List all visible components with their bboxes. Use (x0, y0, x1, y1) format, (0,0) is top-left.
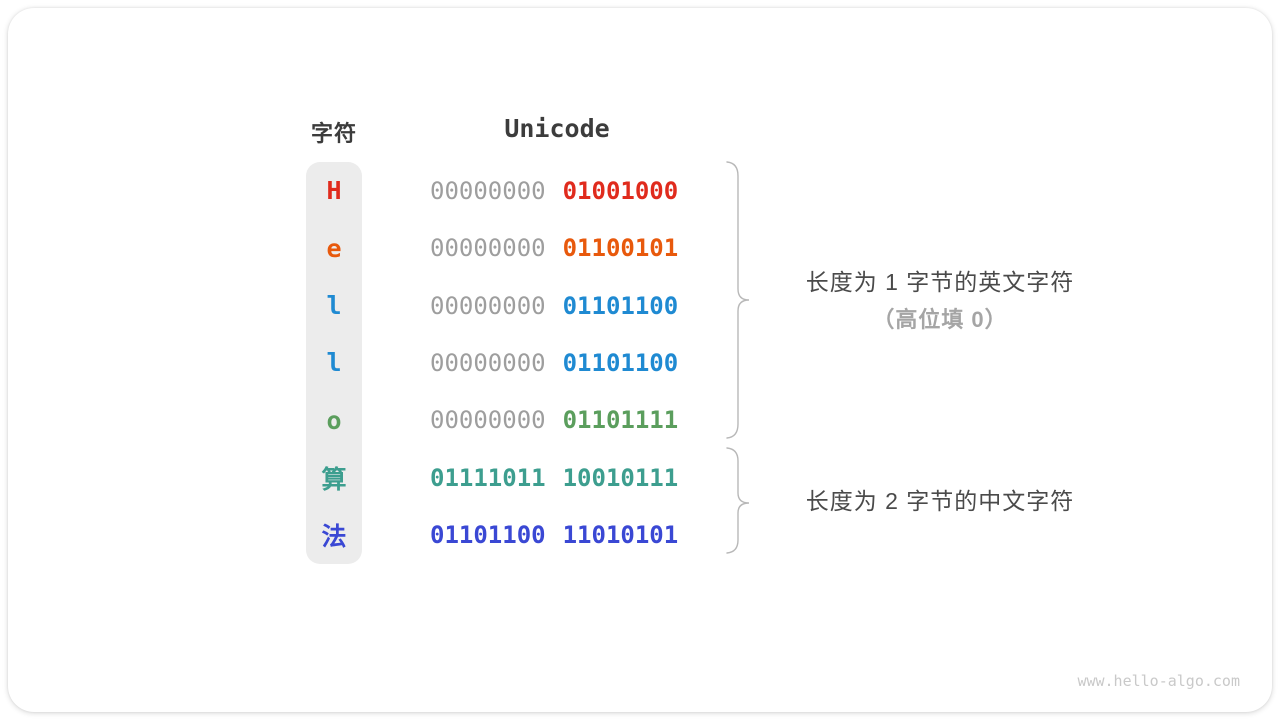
char-cell: l (306, 277, 362, 334)
figure-card: 字符 Unicode H e l l o 算 法 00000000 010010… (8, 8, 1272, 712)
byte-low: 01100101 (562, 234, 679, 263)
char-cell: o (306, 392, 362, 449)
char-cell: 算 (306, 449, 362, 506)
byte-high: 00000000 (430, 348, 546, 377)
byte-low: 01101111 (562, 406, 679, 435)
annotation-subline: （高位填 0） (872, 307, 1008, 332)
char-cell: H (306, 162, 362, 219)
binary-row: 00000000 01001000 (430, 162, 730, 219)
column-header-char: 字符 (310, 121, 357, 146)
byte-high: 01111011 (430, 463, 546, 492)
byte-high: 00000000 (430, 291, 546, 320)
brace-1-byte-group (726, 161, 750, 439)
char-cell: 法 (306, 507, 362, 564)
char-label: l (326, 348, 342, 378)
character-column: H e l l o 算 法 (306, 162, 362, 564)
byte-high: 00000000 (430, 406, 546, 435)
column-header-unicode: Unicode (504, 114, 610, 143)
watermark-url: www.hello-algo.com (1077, 672, 1240, 690)
char-label: o (326, 405, 342, 435)
char-label: e (326, 233, 342, 263)
char-cell: l (306, 334, 362, 391)
annotation-line: 长度为 2 字节的中文字符 (805, 488, 1075, 514)
annotation-english-chars: 长度为 1 字节的英文字符 （高位填 0） (768, 266, 1112, 335)
byte-low: 11010101 (562, 521, 679, 550)
byte-low: 01101100 (562, 291, 679, 320)
binary-row: 01111011 10010111 (430, 449, 730, 506)
unicode-binary-column: 00000000 01001000 00000000 01100101 0000… (430, 162, 730, 564)
char-label: 法 (321, 522, 347, 552)
binary-row: 00000000 01101100 (430, 277, 730, 334)
binary-row: 01101100 11010101 (430, 507, 730, 564)
char-label: H (326, 176, 342, 206)
byte-high: 00000000 (430, 234, 546, 263)
byte-low: 01001000 (562, 176, 679, 205)
char-cell: e (306, 219, 362, 276)
char-label: l (326, 291, 342, 321)
byte-high: 00000000 (430, 176, 546, 205)
byte-low: 10010111 (562, 463, 679, 492)
binary-row: 00000000 01100101 (430, 219, 730, 276)
char-label: 算 (321, 464, 347, 494)
annotation-chinese-chars: 长度为 2 字节的中文字符 (768, 485, 1112, 517)
byte-high: 01101100 (430, 521, 546, 550)
annotation-line: 长度为 1 字节的英文字符 (805, 269, 1075, 295)
binary-row: 00000000 01101111 (430, 392, 730, 449)
byte-low: 01101100 (562, 348, 679, 377)
brace-2-byte-group (726, 447, 750, 554)
binary-row: 00000000 01101100 (430, 334, 730, 391)
